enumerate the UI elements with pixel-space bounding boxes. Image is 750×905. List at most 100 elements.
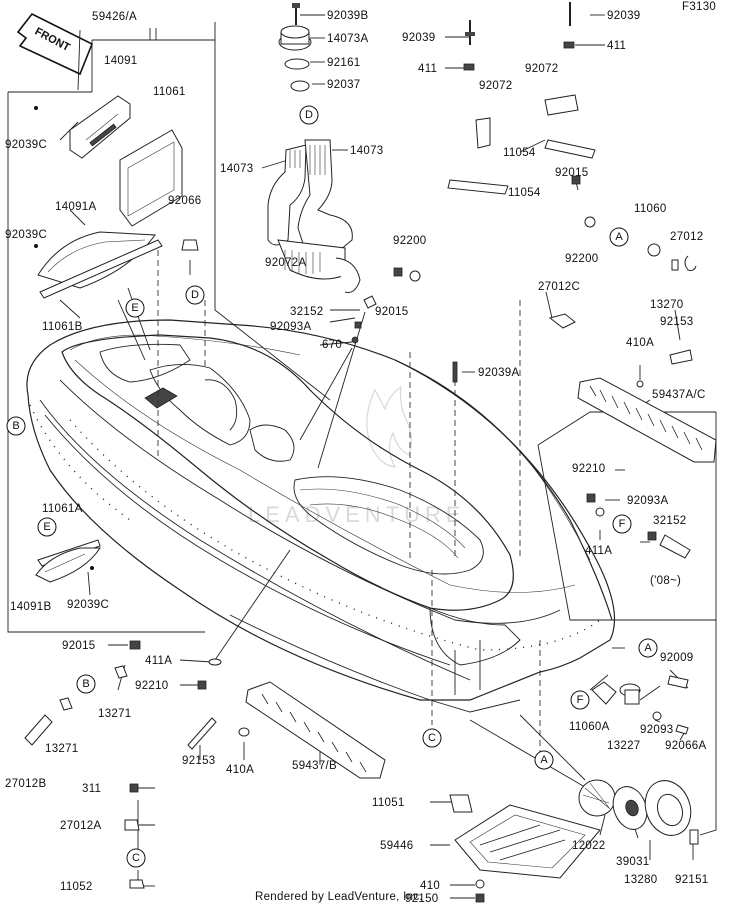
part-label: 410A xyxy=(226,764,254,776)
part-label: 11051 xyxy=(372,797,405,809)
part-label: 92072 xyxy=(525,63,558,75)
group-brackets xyxy=(7,22,717,836)
part-label: 92093A xyxy=(627,495,668,507)
part-label: 14073A xyxy=(327,33,368,45)
svg-text:A: A xyxy=(540,754,548,766)
part-label: 59446 xyxy=(380,840,413,852)
part-label: 92210 xyxy=(135,680,168,692)
part-label: 13271 xyxy=(45,743,78,755)
part-label: 14091 xyxy=(104,55,137,67)
part-label: 92072A xyxy=(265,257,306,269)
part-92151-bolt xyxy=(689,829,699,845)
part-label: 411 xyxy=(418,63,437,75)
part-92009-screw xyxy=(667,675,689,689)
part-92072-bracket xyxy=(544,94,579,116)
ref-marker-A: A xyxy=(609,227,629,247)
ref-marker-C: C xyxy=(422,728,442,748)
part-labels: 59426/A 14091 11061 92039C 14091A 92066 … xyxy=(5,10,708,905)
ref-marker-A: A xyxy=(638,638,658,658)
part-410A-washer xyxy=(636,380,644,388)
part-92210-nut xyxy=(197,680,207,690)
part-92093A-gasket xyxy=(647,531,657,541)
part-27012C-clip xyxy=(548,313,576,329)
part-411A-washer xyxy=(595,507,605,517)
part-label: 92072 xyxy=(479,80,512,92)
part-label: 92015 xyxy=(375,306,408,318)
part-27012A-clip xyxy=(124,819,140,831)
part-92015-nut xyxy=(571,175,581,185)
part-label: 92153 xyxy=(660,316,693,328)
part-92072-bracket xyxy=(475,117,491,149)
part-label: 92009 xyxy=(660,652,693,664)
part-label: 92210 xyxy=(572,463,605,475)
part-411-nut xyxy=(463,63,475,71)
part-label: 92066 xyxy=(168,195,201,207)
part-411A-washer xyxy=(208,658,222,666)
part-label: 14091B xyxy=(10,601,51,613)
ref-marker-F: F xyxy=(612,514,632,534)
part-label: 13271 xyxy=(98,708,131,720)
part-92153-bolt xyxy=(669,349,693,365)
hull-crease xyxy=(519,449,591,561)
part-label: 92039B xyxy=(327,10,368,22)
part-label: 32152 xyxy=(653,515,686,527)
part-92015-nut xyxy=(393,267,403,277)
svg-text:C: C xyxy=(428,732,436,744)
part-label: 411A xyxy=(585,545,612,557)
part-13227-fitting xyxy=(619,683,641,705)
part-92066-plug xyxy=(181,239,199,251)
svg-text:C: C xyxy=(132,852,140,864)
ref-marker-E: E xyxy=(125,298,145,318)
svg-text:E: E xyxy=(131,302,138,314)
part-label: 59437A/C xyxy=(652,389,706,401)
footer-credit: Rendered by LeadVenture, Inc. xyxy=(255,891,423,903)
part-label: 11061A xyxy=(42,503,83,515)
part-label: 11054 xyxy=(508,187,541,199)
part-label: 59426/A xyxy=(92,11,137,23)
part-label: 13227 xyxy=(607,740,640,752)
part-label: 92039A xyxy=(478,367,519,379)
part-label: 92015 xyxy=(62,640,95,652)
part-label: 13270 xyxy=(650,299,683,311)
part-92161-o-ring xyxy=(284,58,310,70)
part-14091-hatch-lid xyxy=(69,95,131,159)
part-label: 92093 xyxy=(640,724,673,736)
front-arrow-icon: FRONT xyxy=(16,12,94,76)
part-label: 11054 xyxy=(503,147,536,159)
hull-bottom xyxy=(229,614,521,713)
part-label: 411A xyxy=(145,655,172,667)
ref-marker-E: E xyxy=(37,517,57,537)
svg-text:F: F xyxy=(619,518,626,530)
part-12022-grate xyxy=(578,779,616,817)
part-92039B-bolt xyxy=(292,3,300,25)
part-92093A-gasket xyxy=(354,321,362,329)
part-92015-nut xyxy=(129,640,141,650)
part-label: 92039C xyxy=(5,139,47,151)
part-39031-cover xyxy=(612,786,648,830)
part-label: 11061B xyxy=(42,321,83,333)
part-92039C-screw xyxy=(34,244,38,248)
part-label: 411 xyxy=(607,40,626,52)
part-59446-ride-plate xyxy=(454,804,601,879)
ref-marker-F: F xyxy=(570,690,590,710)
part-label: 92039C xyxy=(67,599,109,611)
svg-text:E: E xyxy=(43,521,50,533)
part-32152-fitting xyxy=(363,295,377,309)
part-13271-cap xyxy=(114,665,128,679)
part-92039A-bolt xyxy=(452,361,458,383)
part-27012B-clip xyxy=(24,714,53,746)
part-label: 311 xyxy=(82,783,101,795)
ref-marker-D: D xyxy=(299,105,319,125)
part-92039-bolt xyxy=(465,20,475,45)
svg-text:B: B xyxy=(82,678,89,690)
part-14091A-cover xyxy=(37,231,156,289)
part-13280-grate xyxy=(644,780,692,836)
part-label: 14073 xyxy=(350,145,383,157)
part-92200-washer xyxy=(409,270,421,282)
part-11054-strap xyxy=(544,139,596,159)
part-92072A-clamp xyxy=(335,257,361,293)
part-label: 92015 xyxy=(555,167,588,179)
part-11052-clip xyxy=(129,879,145,889)
solid-leaders xyxy=(59,14,694,899)
